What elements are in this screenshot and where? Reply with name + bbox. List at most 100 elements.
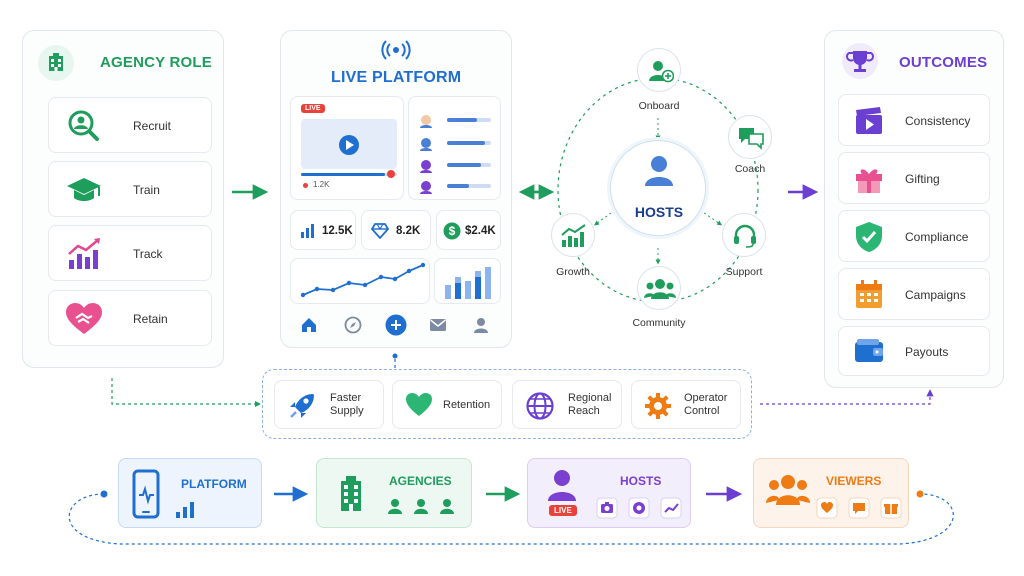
flow-platform[interactable]: PLATFORM	[118, 458, 262, 528]
hub-node-support[interactable]	[722, 213, 766, 257]
heart-handshake-icon	[66, 303, 102, 334]
benefit-regional-reach[interactable]: Regional Reach	[512, 380, 622, 429]
headset-icon	[734, 224, 756, 248]
hub-label-support: Support	[725, 266, 763, 278]
plus-circle-icon[interactable]	[385, 314, 407, 336]
hub-node-community[interactable]	[637, 266, 681, 310]
outcome-item-label: Gifting	[905, 172, 940, 186]
hub-label-community: Community	[632, 317, 686, 329]
magnifier-person-icon	[68, 110, 99, 141]
clapper-play-icon	[856, 107, 882, 134]
hosts-center-label: HOSTS	[634, 204, 684, 220]
host-tools-icons	[596, 497, 682, 519]
benefit-label: Faster Supply	[330, 392, 364, 417]
chat-bubbles-icon	[739, 128, 764, 150]
flow-hosts[interactable]: LIVE HOSTS	[527, 458, 691, 528]
host-person-icon	[548, 470, 576, 501]
benefit-label: Operator Control	[684, 392, 728, 417]
stat-card-revenue: $ $2.4K	[436, 210, 501, 250]
office-building-icon	[341, 476, 361, 511]
benefit-operator-control[interactable]: Operator Control	[631, 380, 741, 429]
compass-icon[interactable]	[344, 316, 362, 334]
globe-icon	[526, 392, 554, 420]
mail-icon[interactable]	[429, 317, 447, 333]
graduation-cap-icon	[67, 178, 101, 201]
stat-card-views: 12.5K	[290, 210, 356, 250]
flow-label: AGENCIES	[389, 474, 452, 488]
outcome-item-label: Compliance	[905, 230, 969, 244]
hub-label-coach: Coach	[734, 163, 766, 175]
growth-chart-icon	[561, 224, 586, 247]
person-icon	[645, 156, 673, 186]
gear-icon	[645, 393, 671, 419]
hub-label-growth: Growth	[556, 266, 590, 278]
flow-agencies[interactable]: AGENCIES	[316, 458, 472, 528]
outcome-item-label: Campaigns	[905, 288, 966, 302]
live-platform-title: LIVE PLATFORM	[331, 69, 462, 86]
progress-handle[interactable]	[387, 170, 395, 178]
bar-chart-trend-icon	[68, 238, 100, 269]
small-bars-icon	[176, 502, 194, 518]
stat-value: 8.2K	[396, 225, 421, 237]
hub-node-coach[interactable]	[728, 115, 772, 159]
stat-card-diamonds: 8.2K	[361, 210, 431, 250]
trophy-icon	[842, 43, 878, 79]
smartphone-icon	[132, 469, 160, 519]
bar-chart-icon	[301, 224, 314, 238]
agency-item-label: Track	[133, 247, 163, 261]
outcome-item-compliance[interactable]: Compliance	[838, 210, 990, 262]
play-button-icon[interactable]	[338, 134, 360, 156]
viewers-group-icon	[766, 475, 810, 505]
dollar-coin-icon: $	[443, 222, 461, 240]
agency-item-retain[interactable]: Retain	[48, 290, 212, 346]
benefit-faster-supply[interactable]: Faster Supply	[274, 380, 384, 429]
flow-label: HOSTS	[620, 474, 662, 488]
outcome-item-label: Payouts	[905, 345, 949, 359]
agency-item-recruit[interactable]: Recruit	[48, 97, 212, 153]
hub-label-onboard: Onboard	[638, 100, 680, 112]
add-person-icon	[649, 61, 674, 83]
user-icon[interactable]	[472, 316, 490, 334]
outcome-item-campaigns[interactable]: Campaigns	[838, 268, 990, 320]
flow-viewers[interactable]: VIEWERS	[753, 458, 909, 528]
agency-role-title: AGENCY ROLE	[100, 54, 212, 71]
calendar-icon	[856, 280, 882, 308]
hub-node-growth[interactable]	[551, 213, 595, 257]
shield-check-icon	[856, 222, 882, 252]
agency-item-label: Train	[133, 183, 160, 197]
broadcast-icon	[381, 40, 411, 60]
gift-icon	[856, 169, 882, 193]
outcome-item-gifting[interactable]: Gifting	[838, 152, 990, 204]
wallet-icon	[855, 339, 883, 362]
flow-label: PLATFORM	[181, 477, 247, 491]
stat-value: 12.5K	[322, 225, 353, 237]
hub-node-onboard[interactable]	[637, 48, 681, 92]
outcome-item-payouts[interactable]: Payouts	[838, 326, 990, 376]
agency-item-track[interactable]: Track	[48, 225, 212, 281]
agency-item-train[interactable]: Train	[48, 161, 212, 217]
video-preview-card[interactable]: LIVE 1.2K	[290, 96, 404, 200]
video-progress-bar[interactable]	[301, 173, 397, 176]
home-icon[interactable]	[300, 316, 318, 334]
outcomes-title: OUTCOMES	[899, 54, 988, 71]
heart-icon	[406, 393, 432, 416]
trend-line-chart	[290, 258, 430, 304]
trend-bars	[445, 267, 491, 299]
benefit-label: Retention	[443, 399, 491, 411]
flow-label: VIEWERS	[826, 474, 882, 488]
outcome-item-label: Consistency	[905, 114, 971, 128]
benefit-retention[interactable]: Retention	[392, 380, 502, 429]
stat-value: $2.4K	[465, 225, 496, 237]
hosts-center-node[interactable]: HOSTS	[610, 140, 706, 236]
viewer-actions-icons	[816, 497, 902, 519]
user-list-rows	[420, 115, 491, 194]
outcome-item-consistency[interactable]: Consistency	[838, 94, 990, 146]
viewer-dot	[303, 183, 308, 188]
benefit-label: Regional Reach	[568, 392, 612, 417]
trend-line	[300, 262, 426, 298]
user-list-card[interactable]	[408, 96, 501, 200]
building-icon	[38, 45, 74, 81]
live-badge: LIVE	[301, 104, 325, 113]
svg-text:$: $	[449, 224, 456, 238]
viewer-count: 1.2K	[313, 180, 330, 189]
